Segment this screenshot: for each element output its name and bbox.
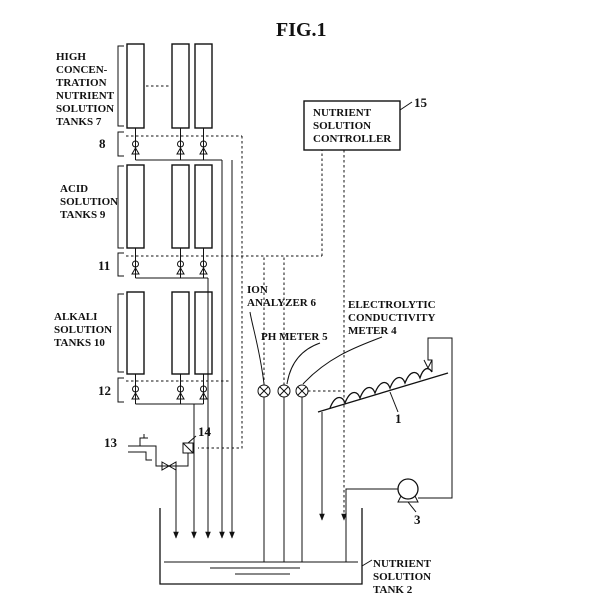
nutrient-solution-tank [159, 508, 363, 585]
svg-text:TANK 2: TANK 2 [373, 584, 413, 596]
valve-group-high-ref: 8 [99, 136, 106, 151]
svg-text:CONDUCTIVITY: CONDUCTIVITY [348, 312, 435, 324]
ec-meter-label: ELECTROLYTIC CONDUCTIVITY METER 4 [348, 299, 436, 337]
svg-text:TANKS 7: TANKS 7 [56, 116, 102, 128]
sensor-probes [257, 256, 344, 562]
figure-title: FIG.1 [276, 19, 327, 41]
controller-ref: 15 [414, 95, 428, 110]
svg-text:NUTRIENT: NUTRIENT [56, 90, 115, 102]
svg-text:SOLUTION: SOLUTION [56, 103, 114, 115]
svg-text:CONCEN-: CONCEN- [56, 64, 108, 76]
pump-ref: 3 [414, 512, 421, 527]
ph-meter-leader [286, 342, 321, 385]
solenoid-valve [176, 442, 194, 467]
svg-text:ANALYZER 6: ANALYZER 6 [247, 297, 316, 309]
ion-analyzer-label: ION ANALYZER 6 [247, 284, 316, 309]
svg-text:SOLUTION: SOLUTION [373, 571, 431, 583]
alkali-tank-group [126, 291, 213, 375]
svg-text:SOLUTION: SOLUTION [313, 120, 371, 132]
ph-meter-label: PH METER 5 [261, 331, 328, 343]
valve-row-high [126, 128, 242, 161]
bracket-valves-acid [117, 252, 124, 277]
valve-row-acid [126, 248, 322, 279]
valve-group-acid-ref: 11 [98, 258, 110, 273]
cultivation-bed [317, 337, 453, 499]
bracket-high-tanks [117, 45, 124, 127]
valve-group-alkali-ref: 12 [98, 383, 111, 398]
solenoid-valve-ref: 14 [198, 424, 212, 439]
ec-meter-leader [302, 336, 383, 385]
alkali-solution-tanks-label: ALKALI SOLUTION TANKS 10 [54, 311, 112, 349]
svg-text:NUTRIENT: NUTRIENT [373, 558, 432, 570]
svg-text:PH METER 5: PH METER 5 [261, 331, 328, 343]
nutrient-tank-leader [361, 559, 373, 567]
cultivation-bed-ref: 1 [395, 411, 402, 426]
ion-analyzer-leader [249, 311, 265, 385]
svg-text:TRATION: TRATION [56, 77, 107, 89]
svg-text:ELECTROLYTIC: ELECTROLYTIC [348, 299, 436, 311]
bracket-valves-alkali [117, 377, 124, 403]
nutrient-solution-controller: NUTRIENT SOLUTION CONTROLLER [303, 100, 401, 151]
high-concentration-tank-group [126, 43, 213, 129]
control-signal-lines [198, 136, 347, 521]
svg-text:SOLUTION: SOLUTION [54, 324, 112, 336]
nutrient-tank-label: NUTRIENT SOLUTION TANK 2 [373, 558, 432, 596]
water-tap [128, 434, 177, 471]
svg-text:METER 4: METER 4 [348, 325, 397, 337]
bracket-acid-tanks [117, 165, 124, 249]
svg-text:NUTRIENT: NUTRIENT [313, 107, 372, 119]
high-concentration-tanks-label: HIGH CONCEN- TRATION NUTRIENT SOLUTION T… [56, 51, 115, 128]
supply-pipes [173, 160, 235, 539]
svg-text:ALKALI: ALKALI [54, 311, 97, 323]
valve-row-alkali [126, 374, 230, 405]
svg-text:ACID: ACID [60, 183, 88, 195]
pump [345, 478, 419, 562]
svg-text:CONTROLLER: CONTROLLER [313, 133, 392, 145]
svg-text:HIGH: HIGH [56, 51, 86, 63]
solenoid-valve-leader [187, 435, 197, 444]
bracket-alkali-tanks [117, 293, 124, 373]
svg-text:ION: ION [247, 284, 268, 296]
svg-text:SOLUTION: SOLUTION [60, 196, 118, 208]
bracket-valves-high [117, 131, 124, 157]
svg-text:TANKS 10: TANKS 10 [54, 337, 105, 349]
acid-solution-tanks-label: ACID SOLUTION TANKS 9 [60, 183, 118, 221]
cultivation-bed-leader [389, 391, 399, 413]
controller-leader [399, 101, 413, 111]
water-tap-ref: 13 [104, 435, 118, 450]
pump-leader [407, 501, 417, 513]
acid-tank-group [126, 164, 213, 249]
svg-text:TANKS 9: TANKS 9 [60, 209, 106, 221]
